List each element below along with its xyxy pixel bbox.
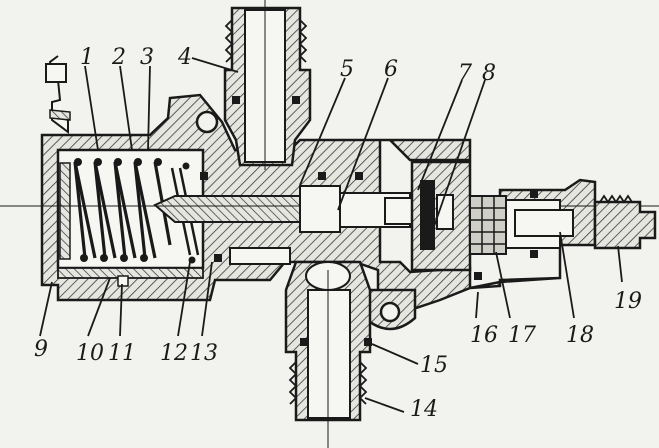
test-probe — [45, 55, 71, 134]
label-7: 7 — [458, 61, 472, 86]
label-8: 8 — [482, 61, 496, 86]
plunger-rod — [0, 185, 659, 265]
label-16: 16 — [470, 323, 498, 348]
leader-lines — [39, 57, 623, 413]
label-17: 17 — [508, 323, 536, 348]
label-2: 2 — [111, 45, 126, 70]
label-9: 9 — [34, 337, 48, 362]
label-1: 1 — [80, 45, 94, 70]
label-14: 14 — [410, 397, 438, 422]
label-15: 15 — [420, 353, 448, 378]
filter-element — [469, 195, 507, 255]
label-12: 12 — [160, 341, 188, 366]
label-3: 3 — [140, 45, 154, 70]
label-6: 6 — [384, 57, 398, 82]
o-ring-seals — [200, 96, 538, 346]
coil-spring-outer — [73, 161, 172, 259]
label-13: 13 — [190, 341, 218, 366]
bottom-fitting — [284, 260, 372, 448]
valve-seat-block — [410, 160, 472, 272]
inlet-fitting — [505, 194, 657, 250]
label-4: 4 — [177, 45, 192, 70]
part-labels: 1 2 3 4 5 6 7 8 9 10 11 12 13 14 15 16 1… — [34, 45, 642, 422]
label-5: 5 — [340, 57, 354, 82]
label-19: 19 — [614, 289, 642, 314]
spring-coil-sections — [74, 158, 196, 264]
label-10: 10 — [76, 341, 104, 366]
label-18: 18 — [566, 323, 594, 348]
label-11: 11 — [108, 341, 136, 366]
top-fitting — [223, 0, 312, 170]
